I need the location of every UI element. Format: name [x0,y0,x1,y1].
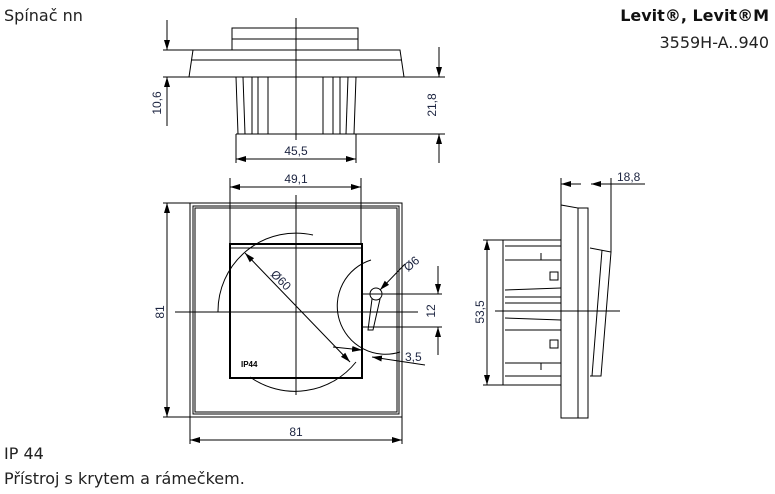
dim-depth: 18,8 [617,170,641,184]
dim-circle-diameter: Ø60 [268,267,294,293]
document-title: Spínač nn [4,6,83,25]
brand-name: Levit®, Levit®M [620,6,769,25]
description: Přístroj s krytem a rámečkem. [4,469,245,488]
product-code: 3559H-A..940 [659,33,769,52]
dim-hole-offset: 12 [424,304,438,318]
dim-body-width: 45,5 [284,144,308,158]
ip-rating: IP 44 [4,444,44,463]
top-view [163,18,445,163]
side-view [483,178,645,419]
dim-height-flange: 10,6 [150,91,164,115]
dim-body-height: 53,5 [473,300,487,324]
dim-hole-diameter: Ø6 [401,253,423,274]
dim-frame-width: 81 [289,425,303,439]
front-view [163,178,442,444]
dim-cover-width: 49,1 [284,172,308,186]
dim-frame-height: 81 [153,305,167,319]
dim-height-total: 21,8 [425,93,439,117]
dim-gap: 3,5 [405,350,422,364]
cover-label: IP44 [241,360,258,369]
